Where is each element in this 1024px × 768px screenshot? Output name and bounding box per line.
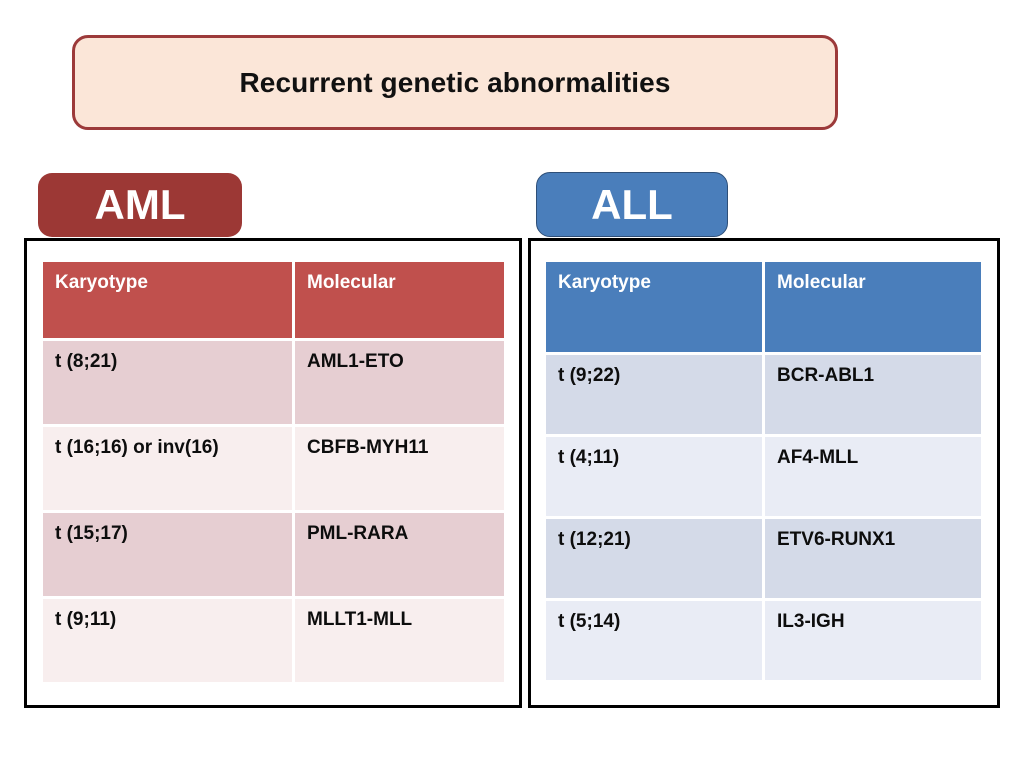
aml-cell-karyotype: t (8;21) xyxy=(43,338,295,424)
aml-cell-molecular: AML1-ETO xyxy=(295,338,504,424)
table-row: t (5;14) IL3-IGH xyxy=(546,598,981,680)
all-cell-molecular: IL3-IGH xyxy=(765,598,981,680)
table-row: t (9;11) MLLT1-MLL xyxy=(43,596,504,682)
all-cell-karyotype: t (4;11) xyxy=(546,434,765,516)
aml-badge: AML xyxy=(38,173,242,237)
aml-cell-molecular: CBFB-MYH11 xyxy=(295,424,504,510)
aml-cell-molecular: MLLT1-MLL xyxy=(295,596,504,682)
aml-table-header-row: Karyotype Molecular xyxy=(43,262,504,338)
all-column-header-molecular: Molecular xyxy=(765,262,981,352)
all-cell-karyotype: t (12;21) xyxy=(546,516,765,598)
all-table: Karyotype Molecular t (9;22) BCR-ABL1 t … xyxy=(546,262,981,680)
all-badge: ALL xyxy=(536,172,728,237)
all-column-header-karyotype: Karyotype xyxy=(546,262,765,352)
aml-column-header-karyotype: Karyotype xyxy=(43,262,295,338)
table-row: t (9;22) BCR-ABL1 xyxy=(546,352,981,434)
all-cell-karyotype: t (5;14) xyxy=(546,598,765,680)
all-table-header-row: Karyotype Molecular xyxy=(546,262,981,352)
page-title: Recurrent genetic abnormalities xyxy=(239,66,671,98)
all-badge-label: ALL xyxy=(591,180,673,228)
aml-cell-karyotype: t (16;16) or inv(16) xyxy=(43,424,295,510)
all-cell-molecular: BCR-ABL1 xyxy=(765,352,981,434)
all-cell-molecular: AF4-MLL xyxy=(765,434,981,516)
title-banner: Recurrent genetic abnormalities xyxy=(72,35,838,130)
all-cell-karyotype: t (9;22) xyxy=(546,352,765,434)
aml-badge-label: AML xyxy=(94,181,186,228)
table-row: t (12;21) ETV6-RUNX1 xyxy=(546,516,981,598)
table-row: t (16;16) or inv(16) CBFB-MYH11 xyxy=(43,424,504,510)
table-row: t (4;11) AF4-MLL xyxy=(546,434,981,516)
aml-table: Karyotype Molecular t (8;21) AML1-ETO t … xyxy=(43,262,504,682)
all-cell-molecular: ETV6-RUNX1 xyxy=(765,516,981,598)
aml-column-header-molecular: Molecular xyxy=(295,262,504,338)
table-row: t (15;17) PML-RARA xyxy=(43,510,504,596)
table-row: t (8;21) AML1-ETO xyxy=(43,338,504,424)
aml-cell-karyotype: t (15;17) xyxy=(43,510,295,596)
aml-cell-molecular: PML-RARA xyxy=(295,510,504,596)
aml-cell-karyotype: t (9;11) xyxy=(43,596,295,682)
